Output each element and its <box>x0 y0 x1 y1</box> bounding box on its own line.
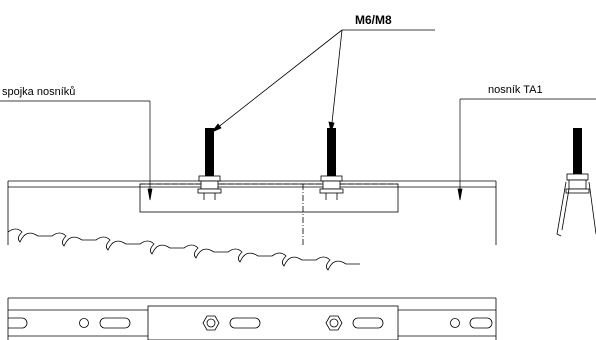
beam-label: nosník TA1 <box>488 84 543 96</box>
joint-leader-line <box>0 100 153 201</box>
beam-plan-view <box>7 297 497 340</box>
hook-profile <box>7 228 360 271</box>
joint-label: spojka nosníků <box>2 86 75 98</box>
beam-side-view <box>7 180 497 245</box>
bolt-leader-lines <box>210 29 435 134</box>
beam-leader-line <box>457 98 596 201</box>
cross-section-view <box>556 128 596 237</box>
bolt-right <box>319 128 344 200</box>
bolt-left <box>197 128 222 200</box>
bolt-size-label: M6/M8 <box>355 13 392 27</box>
